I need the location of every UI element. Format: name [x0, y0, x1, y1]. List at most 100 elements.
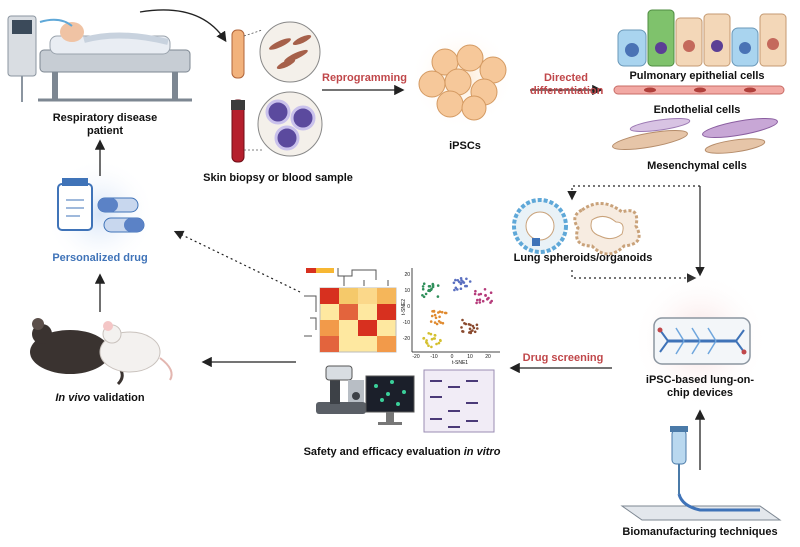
- microscope-illustration: [316, 365, 366, 414]
- tsne-dot: [430, 314, 434, 318]
- tsne-dot: [453, 288, 456, 292]
- epithelial-cells-illustration: [617, 9, 787, 67]
- tsne-dot: [430, 345, 433, 349]
- tsne-dot: [478, 301, 482, 304]
- tsne-dot: [475, 323, 479, 327]
- gel-band: [448, 410, 460, 412]
- tsne-dot: [439, 338, 442, 342]
- tsne-dot: [477, 293, 481, 296]
- tsne-dot: [429, 288, 433, 292]
- tsne-dot: [441, 321, 445, 325]
- gel-band: [430, 396, 442, 398]
- tsne-dot: [427, 344, 430, 348]
- label-ipscs: iPSCs: [449, 140, 481, 152]
- tsne-xtick-1: -10: [430, 354, 438, 360]
- tsne-dot: [474, 289, 477, 293]
- tsne-dot: [421, 285, 425, 288]
- gel-illustration: [423, 369, 495, 433]
- tsne-dot: [481, 299, 485, 303]
- tsne-dot: [429, 320, 433, 323]
- label-safety-prefix: Safety and efficacy evaluation: [303, 446, 464, 458]
- tsne-dot: [429, 332, 433, 336]
- tsne-dot: [454, 278, 457, 282]
- label-personalized-drug: Personalized drug: [52, 252, 148, 264]
- tsne-dot: [490, 299, 494, 303]
- tsne-dot: [433, 334, 437, 337]
- tsne-xtick-4: 20: [485, 354, 491, 360]
- tsne-dot: [471, 329, 474, 332]
- endothelial-cells-illustration: [613, 85, 785, 95]
- label-pulmonary: Pulmonary epithelial cells: [629, 70, 765, 82]
- bioprinter-illustration: [620, 426, 782, 521]
- tsne-dot: [476, 298, 479, 302]
- tsne-dot: [469, 331, 473, 335]
- mesenchymal-cells-illustration: [612, 117, 778, 154]
- tsne-ytick-2: 0: [407, 304, 410, 310]
- label-lung-on-chip: iPSC-based lung-on-chip devices: [645, 374, 755, 399]
- tsne-ytick-1: 10: [404, 288, 410, 294]
- arrow-to-personalized-drug: [173, 230, 301, 293]
- sample-tubes-illustration: [231, 21, 323, 163]
- tsne-dot: [464, 284, 467, 288]
- tsne-dot: [478, 298, 482, 302]
- tsne-dot: [437, 311, 440, 314]
- label-organoids: Lung spheroids/organoids: [513, 252, 653, 264]
- tsne-dot: [436, 295, 440, 298]
- tsne-dot: [475, 301, 478, 305]
- tsne-dot: [462, 281, 466, 284]
- arrow-cells-to-organoids: [567, 185, 700, 201]
- tsne-dot: [459, 281, 463, 285]
- ipsc-colony-illustration: [410, 26, 514, 130]
- arrow-patient-to-sample: [139, 9, 227, 43]
- tsne-dot: [440, 310, 444, 314]
- tsne-dot: [422, 282, 426, 286]
- label-patient: Respiratory disease patient: [52, 112, 158, 137]
- gel-band: [430, 418, 442, 420]
- tsne-dot: [483, 288, 487, 291]
- tsne-dot: [461, 330, 465, 333]
- tsne-dot: [460, 326, 463, 329]
- tsne-dot: [484, 294, 487, 297]
- tsne-dot: [459, 287, 463, 291]
- tsne-dot: [435, 342, 438, 346]
- label-directed-differentiation: Directed differentiation: [530, 72, 604, 97]
- tsne-dot: [463, 322, 466, 325]
- tsne-xtick-2: 0: [450, 354, 454, 360]
- gel-band: [466, 380, 478, 382]
- label-sample: Skin biopsy or blood sample: [203, 172, 353, 184]
- tsne-dot: [436, 284, 440, 287]
- tsne-ytick-3: -10: [402, 320, 410, 326]
- label-drug-screening: Drug screening: [522, 352, 604, 364]
- label-endothelial: Endothelial cells: [653, 104, 741, 116]
- tsne-plot-illustration: [411, 268, 500, 353]
- tsne-dot: [471, 324, 475, 328]
- tsne-dot: [476, 327, 479, 330]
- mice-illustration: [30, 318, 173, 386]
- label-in-vivo: In vivo validation: [40, 392, 160, 405]
- tsne-xtick-0: -20: [412, 354, 420, 360]
- tsne-dot: [473, 330, 477, 334]
- label-reprogramming: Reprogramming: [322, 72, 407, 84]
- tsne-dot: [468, 327, 472, 331]
- heatmap-illustration: [304, 268, 397, 353]
- tsne-dot: [443, 311, 447, 315]
- tsne-dot: [427, 289, 430, 293]
- tsne-dot: [427, 285, 431, 288]
- tsne-dot: [438, 315, 441, 319]
- label-biomanufacturing: Biomanufacturing techniques: [622, 526, 778, 538]
- tsne-dot: [433, 313, 437, 317]
- gel-band: [466, 402, 478, 404]
- tsne-ytick-0: 20: [404, 272, 410, 278]
- tsne-dot: [465, 277, 468, 281]
- gel-band: [466, 420, 478, 422]
- lung-on-chip-illustration: [632, 272, 768, 408]
- tsne-dot: [422, 337, 425, 340]
- tsne-dot: [427, 332, 431, 335]
- organoids-illustration: [512, 198, 641, 256]
- tsne-dot: [425, 342, 429, 345]
- tsne-dot: [473, 292, 477, 296]
- label-mesenchymal: Mesenchymal cells: [647, 160, 747, 172]
- tsne-dot: [434, 316, 438, 320]
- gel-band: [448, 386, 460, 388]
